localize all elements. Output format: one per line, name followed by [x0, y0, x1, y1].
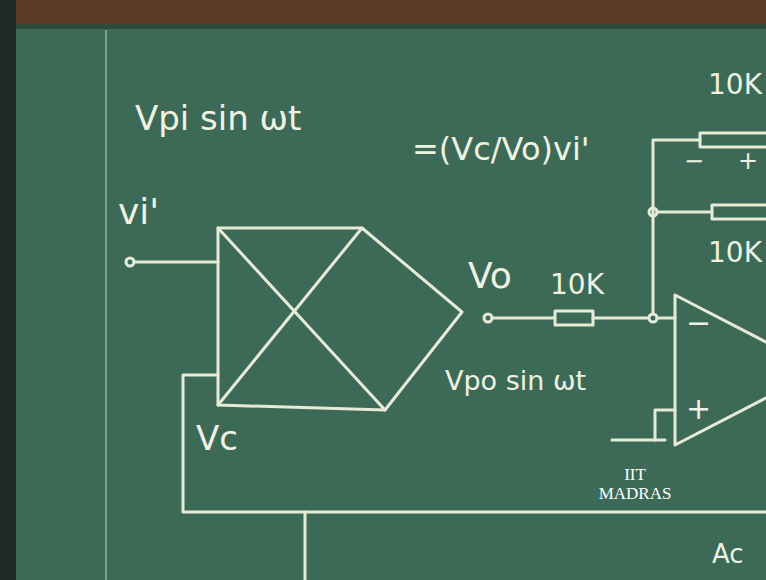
board-edge [0, 0, 16, 580]
equation: =(Vc/Vo)vi' [412, 132, 590, 167]
margin-line [105, 30, 107, 580]
signal-name: Vpo sin ωt [445, 366, 586, 396]
multiplier-symbol [218, 228, 462, 410]
polarity-sign: − [686, 306, 711, 339]
resistor-value: 10K [550, 270, 604, 301]
opamp-symbol [675, 295, 766, 445]
resistor-value: 10K [708, 238, 762, 269]
resistor-symbol [555, 311, 593, 325]
control-wire [304, 512, 307, 580]
ground-symbol [612, 439, 665, 442]
wire [657, 317, 675, 320]
watermark: IIT MADRAS [590, 466, 680, 503]
polarity-sign: + [738, 148, 758, 174]
wire [593, 317, 649, 320]
output-wire [492, 317, 555, 320]
multiplier-cross [218, 228, 385, 410]
signal-name: vi' [118, 192, 159, 232]
signal-name: Vpi sin ωt [135, 100, 301, 137]
resistor-value: 10K [708, 70, 762, 101]
resistor-symbol [712, 205, 766, 219]
signal-name: Ac [712, 540, 744, 569]
wire [657, 211, 712, 214]
board-frame-shadow [0, 24, 766, 29]
board-frame [0, 0, 766, 24]
polarity-sign: − [684, 148, 704, 174]
input-wire [134, 261, 218, 264]
multiplier-cross [218, 228, 362, 405]
polarity-sign: + [686, 392, 711, 425]
wire [655, 410, 675, 440]
signal-name: Vo [468, 256, 512, 296]
signal-name: Vc [196, 420, 238, 457]
resistor-symbol [700, 133, 766, 147]
